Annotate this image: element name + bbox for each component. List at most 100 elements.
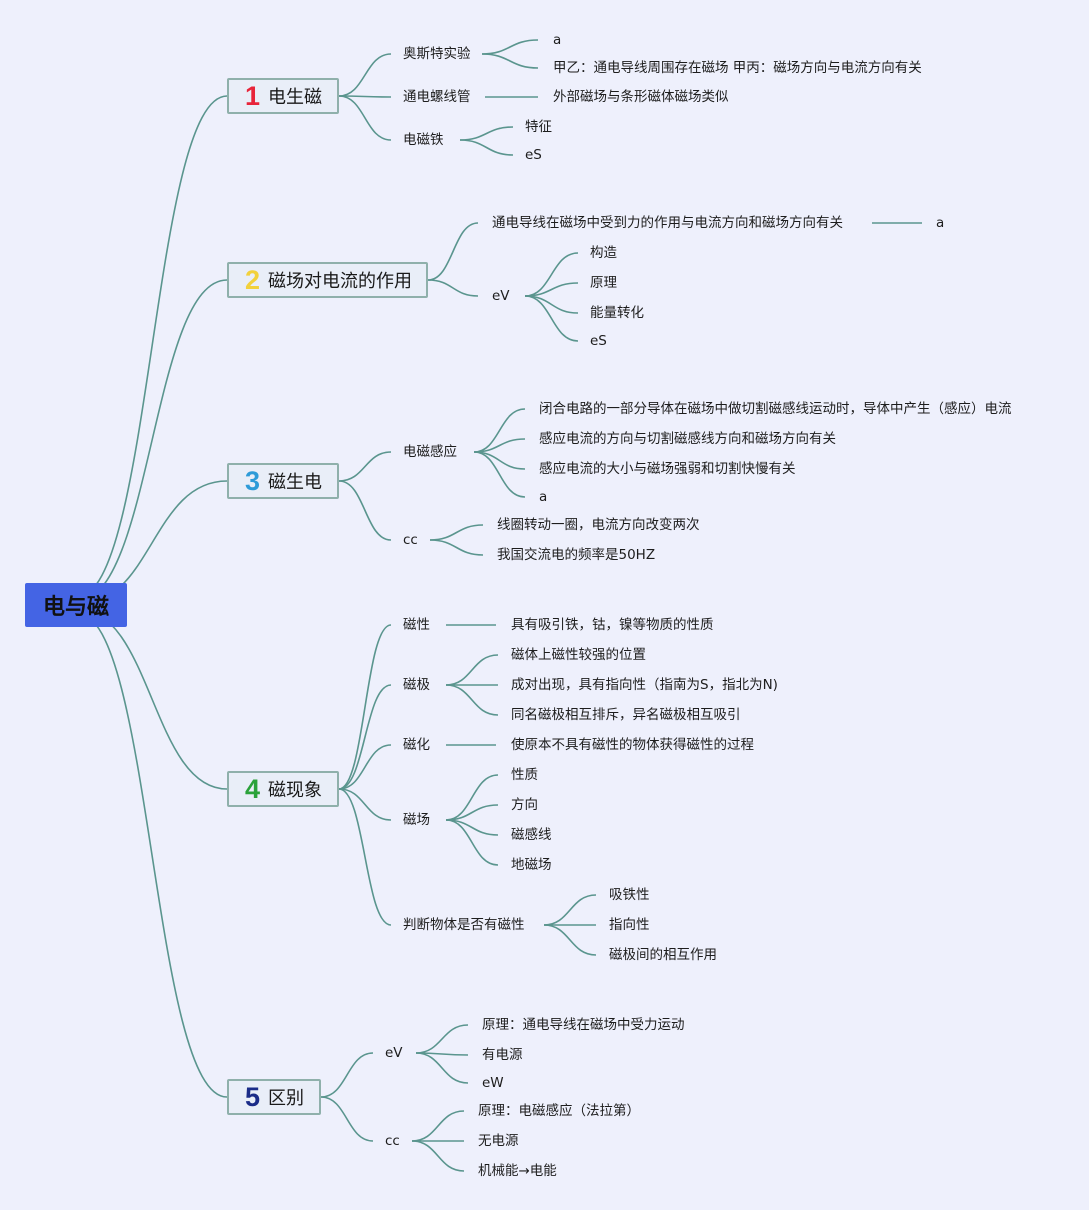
topic-node[interactable]: 通电导线在磁场中受到力的作用与电流方向和磁场方向有关 (492, 215, 843, 231)
branch-to-topic-4-5 (338, 788, 392, 926)
branch-to-topic-3-2 (338, 480, 392, 541)
topic-to-subtopic-3-1-4 (473, 451, 526, 498)
topic-to-subtopic-4-2-1 (445, 654, 499, 686)
topic-node[interactable]: 磁场 (403, 812, 430, 828)
root-to-branch-5 (76, 612, 228, 1098)
subtopic-node[interactable]: 吸铁性 (609, 887, 650, 903)
subtopic-node[interactable]: a (539, 489, 548, 505)
branch-to-topic-1-1 (338, 53, 392, 97)
topic-node[interactable]: cc (385, 1133, 400, 1149)
root-to-branch-2 (76, 279, 228, 602)
subtopic-node[interactable]: 具有吸引铁，钴，镍等物质的性质 (511, 617, 714, 633)
topic-to-subtopic-3-1-1 (473, 408, 526, 453)
subtopic-node[interactable]: 磁感线 (511, 827, 552, 843)
subtopic-node[interactable]: 原理 (590, 275, 617, 291)
topic-to-subtopic-1-1-1 (481, 39, 539, 55)
subtopic-node[interactable]: 闭合电路的一部分导体在磁场中做切割磁感线运动时，导体中产生（感应）电流 (539, 401, 1012, 417)
subtopic-node[interactable]: eS (590, 333, 607, 349)
topic-to-subtopic-4-4-1 (445, 774, 499, 821)
root-to-branch-4 (76, 608, 228, 790)
topic-node[interactable]: 磁性 (403, 617, 430, 633)
topic-node[interactable]: 电磁铁 (403, 132, 444, 148)
topic-to-subtopic-4-2-3 (445, 684, 499, 716)
branch-to-topic-4-3 (338, 744, 392, 790)
topic-to-subtopic-5-2-1 (411, 1110, 465, 1142)
subtopic-node[interactable]: 方向 (511, 797, 538, 813)
subtopic-node[interactable]: 甲乙：通电导线周围存在磁场 甲丙：磁场方向与电流方向有关 (553, 60, 922, 76)
topic-to-subtopic-2-2-1 (524, 252, 579, 297)
topic-to-subtopic-1-1-2 (481, 53, 539, 69)
subtopic-node[interactable]: 磁极间的相互作用 (609, 947, 717, 963)
subtopic-node[interactable]: eW (482, 1075, 504, 1091)
topic-node[interactable]: 奥斯特实验 (403, 46, 471, 62)
topic-node[interactable]: 判断物体是否有磁性 (403, 917, 525, 933)
subtopic-node[interactable]: 构造 (590, 245, 617, 261)
subtopic-node[interactable]: a (936, 215, 945, 231)
branch-number-3-icon: 3 (245, 465, 261, 496)
branch-to-topic-4-2 (338, 684, 392, 790)
subtopic-node[interactable]: 我国交流电的频率是50HZ (497, 547, 656, 563)
branch-number-1-icon: 1 (245, 80, 261, 111)
subtopic-node[interactable]: 地磁场 (511, 857, 552, 873)
branch-node-1[interactable]: 1 电生磁 (227, 78, 339, 114)
subtopic-node[interactable]: 成对出现，具有指向性（指南为S，指北为N) (511, 677, 778, 693)
topic-to-subtopic-4-5-1 (543, 894, 597, 926)
topic-node[interactable]: eV (492, 288, 510, 304)
subtopic-node[interactable]: 无电源 (478, 1133, 519, 1149)
topic-to-subtopic-4-5-3 (543, 924, 597, 956)
branch-label: 电生磁 (268, 87, 323, 108)
subtopic-node[interactable]: eS (525, 147, 542, 163)
subtopic-node[interactable]: 指向性 (609, 917, 650, 933)
branch-to-topic-2-1 (427, 222, 479, 281)
subtopic-node[interactable]: 能量转化 (590, 305, 644, 321)
topic-to-subtopic-1-3-2 (459, 139, 514, 156)
branch-node-4[interactable]: 4 磁现象 (227, 771, 339, 807)
branch-number-4-icon: 4 (245, 773, 261, 804)
subtopic-node[interactable]: 特征 (525, 119, 552, 135)
topic-to-subtopic-5-1-1 (415, 1024, 469, 1054)
branch-node-3[interactable]: 3 磁生电 (227, 463, 339, 499)
topic-node[interactable]: 磁极 (403, 677, 430, 693)
topic-to-subtopic-2-2-4 (524, 295, 579, 342)
topic-node[interactable]: 通电螺线管 (403, 89, 471, 105)
subtopic-node[interactable]: 机械能→电能 (478, 1163, 557, 1179)
subtopic-node[interactable]: a (553, 32, 562, 48)
subtopic-node[interactable]: 原理：通电导线在磁场中受力运动 (482, 1017, 685, 1033)
subtopic-node[interactable]: 原理：电磁感应（法拉第） (478, 1103, 640, 1119)
topic-node[interactable]: eV (385, 1045, 403, 1061)
subtopic-node[interactable]: 同名磁极相互排斥，异名磁极相互吸引 (511, 707, 741, 723)
topic-to-subtopic-4-4-4 (445, 819, 499, 866)
branch-label: 磁现象 (268, 780, 323, 801)
subtopic-node[interactable]: 线圈转动一圈，电流方向改变两次 (497, 517, 700, 533)
subtopic-node[interactable]: 性质 (511, 767, 538, 783)
topic-node[interactable]: cc (403, 532, 418, 548)
topic-to-subtopic-5-2-3 (411, 1140, 465, 1172)
branch-to-topic-1-3 (338, 95, 392, 141)
subtopic-node[interactable]: 感应电流的方向与切割磁感线方向和磁场方向有关 (539, 431, 836, 447)
branch-label: 磁场对电流的作用 (268, 271, 413, 292)
branch-to-topic-4-1 (338, 624, 392, 790)
branch-to-topic-5-2 (320, 1096, 374, 1142)
branch-to-topic-4-4 (338, 788, 392, 821)
topic-to-subtopic-3-2-1 (429, 524, 484, 541)
topic-to-subtopic-1-3-1 (459, 126, 514, 141)
root-to-branch-1 (76, 95, 228, 598)
subtopic-node[interactable]: 有电源 (482, 1047, 523, 1063)
root-node-dian-yu-ci[interactable]: 电与磁 (25, 583, 127, 627)
topic-to-subtopic-5-1-3 (415, 1052, 469, 1084)
subtopic-node[interactable]: 外部磁场与条形磁体磁场类似 (553, 89, 729, 105)
branch-to-topic-2-2 (427, 279, 479, 297)
topic-to-subtopic-3-1-3 (473, 451, 526, 470)
branch-number-5-icon: 5 (245, 1081, 261, 1112)
topic-to-subtopic-3-2-2 (429, 539, 484, 556)
topic-to-subtopic-2-2-3 (524, 295, 579, 314)
subtopic-node[interactable]: 感应电流的大小与磁场强弱和切割快慢有关 (539, 461, 796, 477)
subtopic-node[interactable]: 磁体上磁性较强的位置 (511, 647, 646, 663)
branch-to-topic-3-1 (338, 451, 392, 482)
topic-node[interactable]: 电磁感应 (403, 444, 457, 460)
subtopic-node[interactable]: 使原本不具有磁性的物体获得磁性的过程 (511, 737, 754, 753)
topic-node[interactable]: 磁化 (403, 737, 430, 753)
branch-label: 磁生电 (268, 472, 323, 493)
